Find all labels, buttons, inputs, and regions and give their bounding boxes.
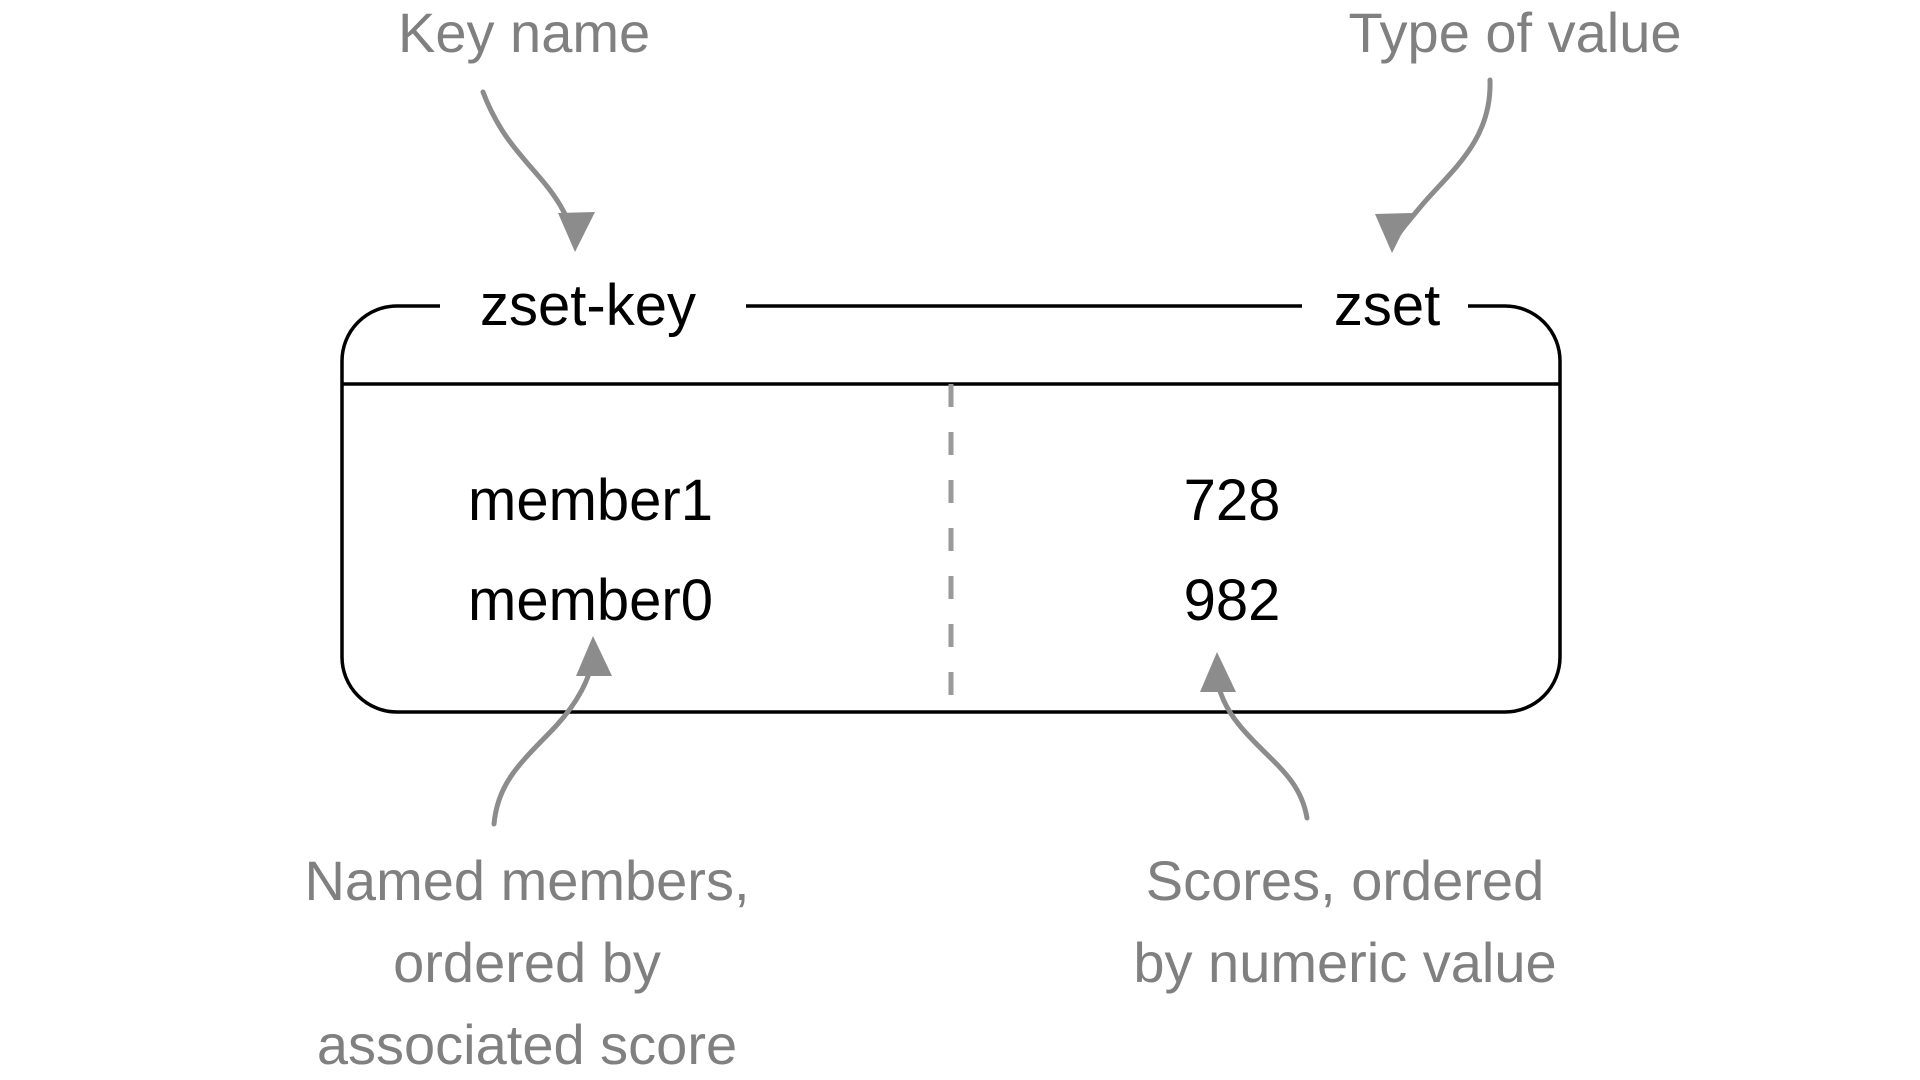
members-caption-line: ordered by: [393, 931, 661, 994]
annotation-type-of-value: Type of value: [1348, 1, 1681, 64]
score-cell: 982: [1184, 568, 1281, 633]
arrow-scores-caption-icon: [1200, 652, 1310, 821]
value-type-label: zset: [1334, 273, 1440, 338]
members-caption-line: associated score: [317, 1013, 737, 1076]
members-caption-line: Named members,: [304, 849, 749, 912]
table-row: member1 728: [468, 468, 1280, 533]
table-row: member0 982: [468, 568, 1280, 633]
scores-caption: Scores, ordered by numeric value: [1133, 849, 1556, 994]
score-cell: 728: [1184, 468, 1281, 533]
member-cell: member1: [468, 468, 713, 533]
arrow-members-caption-icon: [491, 636, 612, 827]
arrow-key-name-icon: [480, 89, 595, 252]
arrow-type-of-value-icon: [1375, 77, 1493, 253]
scores-caption-line: by numeric value: [1133, 931, 1556, 994]
member-cell: member0: [468, 568, 713, 633]
key-name-label: zset-key: [480, 273, 696, 338]
scores-caption-line: Scores, ordered: [1146, 849, 1544, 912]
annotation-key-name: Key name: [398, 1, 650, 64]
members-caption: Named members, ordered by associated sco…: [304, 849, 749, 1076]
